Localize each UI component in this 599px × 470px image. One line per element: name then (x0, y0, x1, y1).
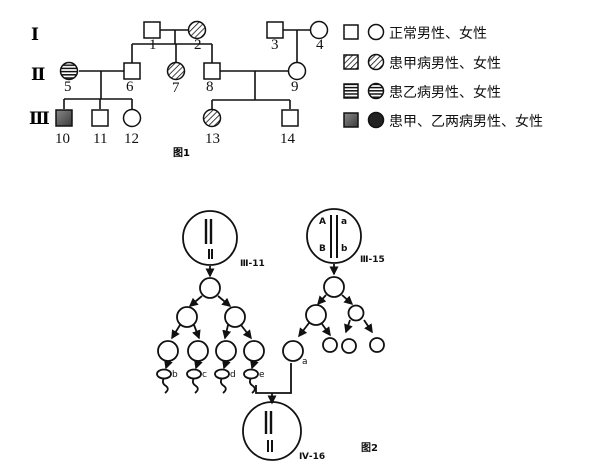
individual-11-male-symbol (91, 109, 109, 127)
chromosome-label-A: A (319, 217, 326, 227)
pedigree-symbols (55, 20, 329, 128)
sperm-d (214, 368, 230, 394)
individual-1-male-symbol (143, 21, 161, 39)
sperm-e (243, 368, 259, 394)
legend-symbol-disease-a-male (343, 54, 359, 70)
individual-label-8: 8 (206, 79, 214, 95)
sperm-c (186, 368, 202, 394)
figure2-labels: Ⅲ-11 Ⅲ-15 Ⅳ-16 A a B b b c d e a 图2 (172, 217, 385, 462)
cell (323, 276, 345, 298)
legend-row-disease-ab: 患甲、乙两病男性、女性 (343, 111, 543, 130)
polar-body (322, 337, 338, 353)
chromosome-label-a: a (341, 217, 347, 227)
cell (199, 277, 221, 299)
egg-cell-a (282, 340, 304, 362)
individual-label-2: 2 (194, 37, 202, 53)
generation-label-3: Ⅲ (29, 109, 50, 129)
cell (224, 306, 246, 328)
cell (305, 304, 327, 326)
polar-body (341, 338, 357, 354)
individual-4-female-symbol (309, 20, 329, 40)
legend-symbol-normal-male (343, 24, 359, 40)
individual-label-1: 1 (149, 37, 157, 53)
legend-symbol-normal-female (367, 23, 385, 41)
polar-body (347, 304, 365, 322)
cell-iii-11 (182, 210, 238, 266)
legend-row-disease-a: 患甲病男性、女性 (343, 53, 501, 72)
individual-label-11: 11 (93, 131, 107, 147)
gamete-label-c: c (202, 370, 207, 380)
cell-iv-16 (242, 401, 302, 461)
legend-symbol-disease-ab-female (367, 111, 385, 129)
individual-3-male-symbol (266, 21, 284, 39)
individual-6-male-symbol (123, 62, 141, 80)
cell (243, 340, 265, 362)
cell (215, 340, 237, 362)
gamete-label-d: d (230, 370, 236, 380)
cell-iii-15 (306, 208, 362, 264)
individual-14-male-symbol (281, 109, 299, 127)
individual-label-9: 9 (291, 79, 299, 95)
cell (157, 340, 179, 362)
individual-label-14: 14 (280, 131, 296, 147)
individual-8-male-symbol (203, 62, 221, 80)
legend-label-disease-ab: 患甲、乙两病男性、女性 (389, 113, 543, 130)
cell-label-iv-16: Ⅳ-16 (299, 452, 325, 462)
legend-label-disease-a: 患甲病男性、女性 (389, 55, 501, 72)
legend-symbol-disease-b-male (343, 83, 359, 99)
legend-label-disease-b: 患乙病男性、女性 (389, 84, 501, 101)
gamete-label-e: e (259, 370, 265, 380)
figure1-caption: 图1 (173, 147, 190, 159)
individual-label-12: 12 (124, 131, 139, 147)
individual-label-3: 3 (271, 37, 279, 53)
legend-row-normal: 正常男性、女性 (343, 23, 487, 42)
chromosome-label-b: b (341, 244, 348, 254)
individual-label-7: 7 (172, 80, 180, 96)
fertilization-connector (255, 363, 292, 394)
polar-body (369, 337, 385, 353)
individual-2-female-symbol (187, 20, 207, 40)
cell (187, 340, 209, 362)
individual-label-6: 6 (126, 79, 134, 95)
chromosome-label-B: B (319, 244, 326, 254)
gamete-label-a: a (302, 357, 308, 367)
figure2-diagram (156, 208, 385, 461)
individual-7-female-symbol (166, 61, 186, 81)
gamete-label-b: b (172, 370, 178, 380)
legend-symbol-disease-a-female (367, 53, 385, 71)
individual-9-female-symbol (287, 61, 307, 81)
individual-10-male-symbol (55, 109, 73, 127)
figure2-caption: 图2 (361, 442, 378, 454)
legend-symbol-disease-ab-male (343, 112, 359, 128)
individual-12-female-symbol (122, 108, 142, 128)
generation-label-2: Ⅱ (31, 65, 45, 85)
generation-label-1: Ⅰ (31, 25, 39, 45)
individual-label-5: 5 (64, 79, 72, 95)
individual-label-4: 4 (316, 37, 324, 53)
legend-label-normal: 正常男性、女性 (389, 25, 487, 42)
cell-label-iii-15: Ⅲ-15 (360, 255, 385, 265)
legend-symbol-disease-b-female (367, 82, 385, 100)
cell (176, 306, 198, 328)
individual-label-13: 13 (205, 131, 220, 147)
generation-labels: Ⅰ Ⅱ Ⅲ (29, 25, 50, 129)
individual-5-female-symbol (59, 61, 79, 81)
individual-label-10: 10 (55, 131, 70, 147)
legend-row-disease-b: 患乙病男性、女性 (343, 82, 501, 101)
cell-label-iii-11: Ⅲ-11 (240, 259, 265, 269)
individual-13-female-symbol (202, 108, 222, 128)
sperm-b (156, 368, 172, 394)
legend: 正常男性、女性 患甲病男性、女性 患乙病男性、女性 患甲、乙两病男性、女性 (343, 23, 543, 130)
pedigree-lines (63, 29, 311, 109)
